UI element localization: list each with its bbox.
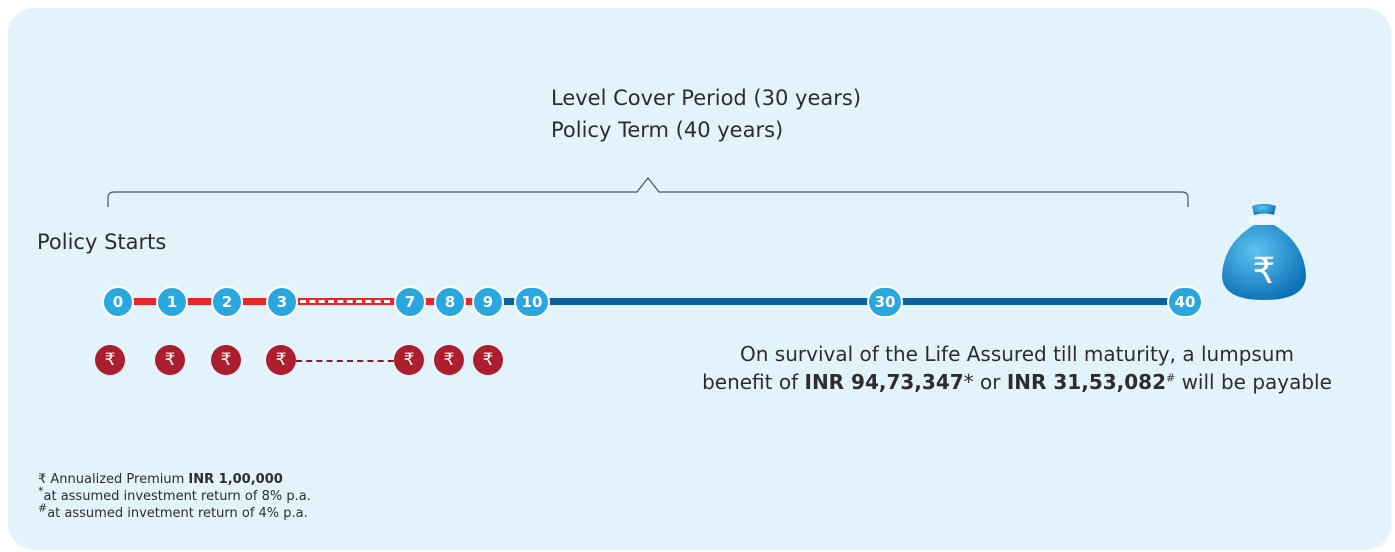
level-cover-period-label: Level Cover Period (30 years) <box>551 86 862 110</box>
year-node-0: 0 <box>102 286 134 318</box>
benefit-amount-4pct: INR 31,53,082 <box>1006 370 1166 394</box>
benefit-line-1: On survival of the Life Assured till mat… <box>740 342 1294 366</box>
footnotes: ₹ Annualized Premium INR 1,00,000 *at as… <box>38 471 311 522</box>
year-node-30: 30 <box>867 286 903 318</box>
maturity-benefit-text: On survival of the Life Assured till mat… <box>640 340 1394 396</box>
benefit-amount-8pct: INR 94,73,347 <box>804 370 964 394</box>
premium-coin-icon: ₹ <box>434 345 464 375</box>
benefit-line-2: benefit of INR 94,73,347* or INR 31,53,0… <box>702 370 1332 394</box>
footnote-4pct: #at assumed invetment return of 4% p.a. <box>38 501 308 521</box>
year-node-9: 9 <box>472 286 504 318</box>
svg-text:₹: ₹ <box>1253 251 1276 292</box>
premium-coin-icon: ₹ <box>211 345 241 375</box>
footnote-8pct: *at assumed investment return of 8% p.a. <box>38 484 311 504</box>
year-node-40: 40 <box>1167 286 1203 318</box>
policy-starts-label: Policy Starts <box>37 230 167 254</box>
year-node-3: 3 <box>266 286 298 318</box>
premium-coin-icon: ₹ <box>155 345 185 375</box>
year-node-1: 1 <box>156 286 188 318</box>
annualized-premium-note: ₹ Annualized Premium INR 1,00,000 <box>38 472 283 487</box>
cover-period-header: Level Cover Period (30 years) Policy Ter… <box>551 82 861 146</box>
premium-coin-icon: ₹ <box>266 345 296 375</box>
year-node-7: 7 <box>394 286 426 318</box>
year-node-8: 8 <box>434 286 466 318</box>
premium-track-gap <box>300 300 390 303</box>
premium-coin-icon: ₹ <box>394 345 424 375</box>
year-node-2: 2 <box>211 286 243 318</box>
policy-term-track <box>484 298 1186 305</box>
money-bag-rupee-icon: ₹ <box>1222 204 1306 300</box>
year-node-10: 10 <box>514 286 550 318</box>
premium-coins-gap <box>296 360 404 362</box>
illustration-card <box>8 8 1391 550</box>
premium-coin-icon: ₹ <box>95 345 125 375</box>
premium-coin-icon: ₹ <box>473 345 503 375</box>
policy-term-label: Policy Term (40 years) <box>551 118 784 142</box>
